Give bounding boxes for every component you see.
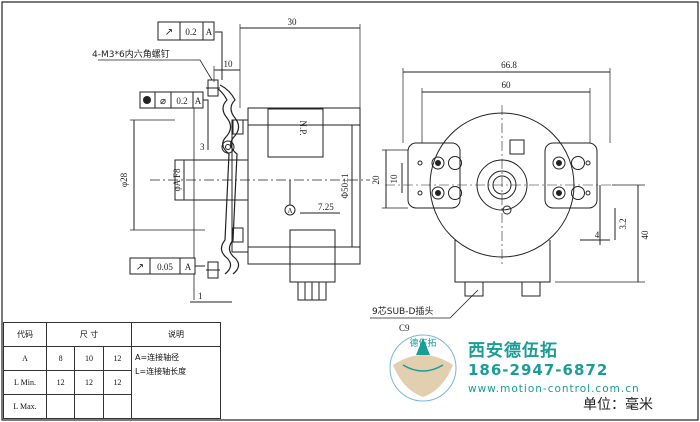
- table-cell: 8: [45, 346, 76, 371]
- dim-32-label: 3.2: [618, 218, 628, 229]
- dim-phi28-label: φ28: [119, 172, 129, 187]
- tol-mid-value: 0.2: [176, 96, 187, 106]
- tol-low-datum: A: [185, 262, 192, 272]
- connector-note: 9芯SUB-D插头: [372, 305, 433, 317]
- brand-name: 西安德伍拓: [468, 341, 558, 361]
- unit-label: 单位：毫米: [583, 397, 653, 413]
- brand-phone: 186-2947-6872: [468, 361, 609, 379]
- note-a: A=连接轴径: [135, 353, 180, 362]
- dim-30-label: 30: [288, 17, 298, 27]
- brand-website: www.motion-control.com.cn: [468, 383, 640, 395]
- table-cell: 12: [102, 346, 133, 371]
- table-cell: 12: [74, 370, 104, 395]
- datum-dot-icon: [143, 96, 151, 104]
- flange: [231, 119, 249, 253]
- table-cell: [45, 394, 76, 419]
- brand-logo: [389, 334, 457, 402]
- tol-mid-datum: A: [195, 96, 202, 106]
- table-cell: L Min.: [3, 370, 47, 395]
- spring-clamp: [211, 84, 232, 275]
- spec-table: 代码 尺 寸 说明 A 8 10 12 A=连接轴径 L=连接轴长度 L Min…: [3, 322, 221, 419]
- dim-3-label: 3: [200, 142, 205, 152]
- dim-40-label: 40: [640, 230, 650, 240]
- right-mount-tab: [544, 142, 598, 209]
- tol-top-datum: A: [206, 27, 213, 37]
- dim-725-label: 7.25: [318, 202, 334, 212]
- tolerance-frame-mid: [139, 91, 204, 109]
- table-cell: 12: [45, 370, 76, 395]
- tolerance-frame-top: [157, 21, 215, 41]
- table-header-desc: 说明: [131, 322, 221, 347]
- table-cell: 10: [74, 346, 104, 371]
- tol-top-value: 0.2: [185, 27, 196, 37]
- table-row: A 8 10 12 A=连接轴径 L=连接轴长度: [3, 346, 221, 419]
- table-cell: [102, 394, 133, 419]
- table-cell: [74, 394, 104, 419]
- table-header-row: 代码 尺 寸 说明: [3, 322, 221, 347]
- table-cell: L Max.: [3, 394, 47, 419]
- front-view: [370, 68, 645, 319]
- table-header-code: 代码: [3, 322, 47, 347]
- tol-top-symbol: ↗: [165, 27, 173, 38]
- dim-60-label: 60: [502, 80, 512, 90]
- logo-text: 德伍拓: [409, 337, 436, 349]
- tol-low-value: 0.05: [157, 262, 173, 272]
- dim-10b-label: 10: [389, 174, 399, 184]
- table-row: L Max.: [3, 394, 221, 419]
- dim-668-label: 66.8: [501, 60, 517, 70]
- table-cell: 12: [102, 370, 133, 395]
- connector-code: C9: [399, 323, 410, 333]
- dim-1-label: 1: [198, 291, 203, 301]
- tol-mid-symbol: ⌀: [160, 96, 166, 107]
- screw-note: 4-M3*6内六角螺钉: [92, 48, 170, 60]
- dim-phiA-label: φA F8: [172, 168, 182, 191]
- datum-a-label: A: [287, 207, 292, 215]
- np-label: N.P.: [298, 120, 308, 135]
- note-l: L=连接轴长度: [135, 367, 187, 376]
- dim-4-label: 4: [595, 230, 600, 240]
- tolerance-frame-low: [129, 257, 196, 275]
- table-header-size: 尺 寸: [46, 322, 132, 347]
- left-mount-tab: [407, 142, 461, 209]
- table-cell: A: [3, 346, 47, 371]
- dim-phi50-label: Φ50±1: [340, 173, 350, 198]
- dim-10-label: 10: [224, 59, 234, 69]
- dim-20-label: 20: [371, 175, 381, 185]
- connector-body: [289, 229, 336, 283]
- side-view: [98, 24, 370, 303]
- table-notes: A=连接轴径 L=连接轴长度: [131, 346, 221, 419]
- tol-low-symbol: ↗: [136, 262, 144, 273]
